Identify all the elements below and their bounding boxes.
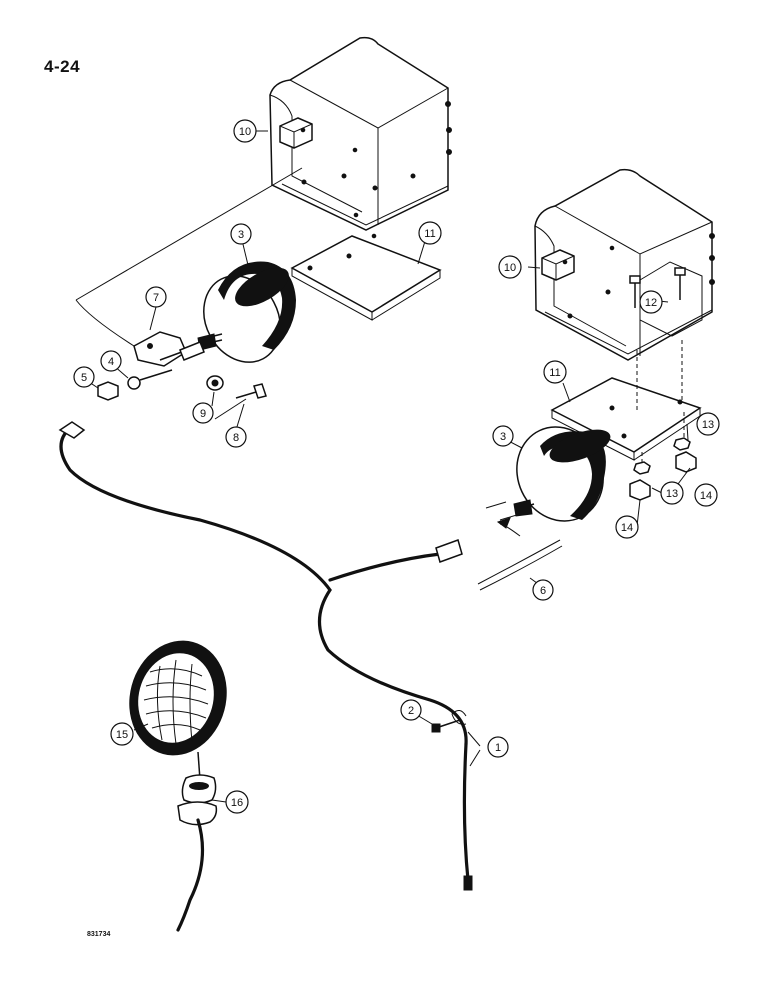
bolt [235,383,267,399]
wiring-harness [59,426,468,746]
right-mounting-bracket [534,168,715,361]
left-mounting-bracket [269,36,452,231]
svg-text:9: 9 [200,408,206,420]
callout-5: 5 [73,366,95,388]
callout-3-left: 3 [230,223,252,245]
svg-text:4: 4 [108,356,114,368]
svg-text:16: 16 [231,797,243,809]
svg-text:3: 3 [238,229,244,241]
callout-8: 8 [225,426,247,448]
svg-text:10: 10 [504,262,516,274]
callout-9: 9 [192,402,214,424]
svg-text:11: 11 [549,367,560,379]
callout-15: 15 [110,722,134,746]
nut [97,381,119,401]
svg-text:5: 5 [81,372,87,384]
left-mounting-plate [290,235,442,313]
callout-2: 2 [400,699,422,721]
lock-washer [127,376,141,390]
svg-text:2: 2 [408,705,414,717]
svg-text:14: 14 [621,522,633,534]
callout-6: 6 [532,579,554,601]
page-number: 4-24 [44,57,81,76]
drawing-id: 831734 [87,931,111,938]
rear-work-lamp [129,640,227,932]
callout-13-right: 13 [696,412,720,436]
callout-14-right: 14 [694,483,718,507]
callout-10-left: 10 [233,119,257,143]
svg-text:12: 12 [645,297,657,309]
svg-text:10: 10 [239,126,251,138]
callout-16: 16 [225,790,249,814]
svg-text:15: 15 [116,729,128,741]
wire-lead [477,539,561,585]
callout-14-left: 14 [615,515,639,539]
callout-11-right: 11 [543,360,567,384]
svg-text:1: 1 [495,742,501,754]
callout-10-right: 10 [498,255,522,279]
callout-13-left: 13 [660,481,684,505]
svg-text:8: 8 [233,432,239,444]
callout-12: 12 [639,290,663,314]
right-work-lamp [513,426,611,522]
svg-text:11: 11 [424,228,435,240]
svg-text:3: 3 [500,431,506,443]
callout-3-right: 3 [492,425,514,447]
svg-text:13: 13 [666,488,678,500]
svg-text:13: 13 [702,419,714,431]
callout-1: 1 [487,736,509,758]
callout-7: 7 [145,286,167,308]
callout-4: 4 [100,350,122,372]
callout-11-left: 11 [418,221,442,245]
left-work-lamp [197,261,296,363]
svg-text:7: 7 [153,292,159,304]
svg-text:14: 14 [700,490,712,502]
svg-text:6: 6 [540,585,546,597]
lamp-bracket [133,331,187,367]
